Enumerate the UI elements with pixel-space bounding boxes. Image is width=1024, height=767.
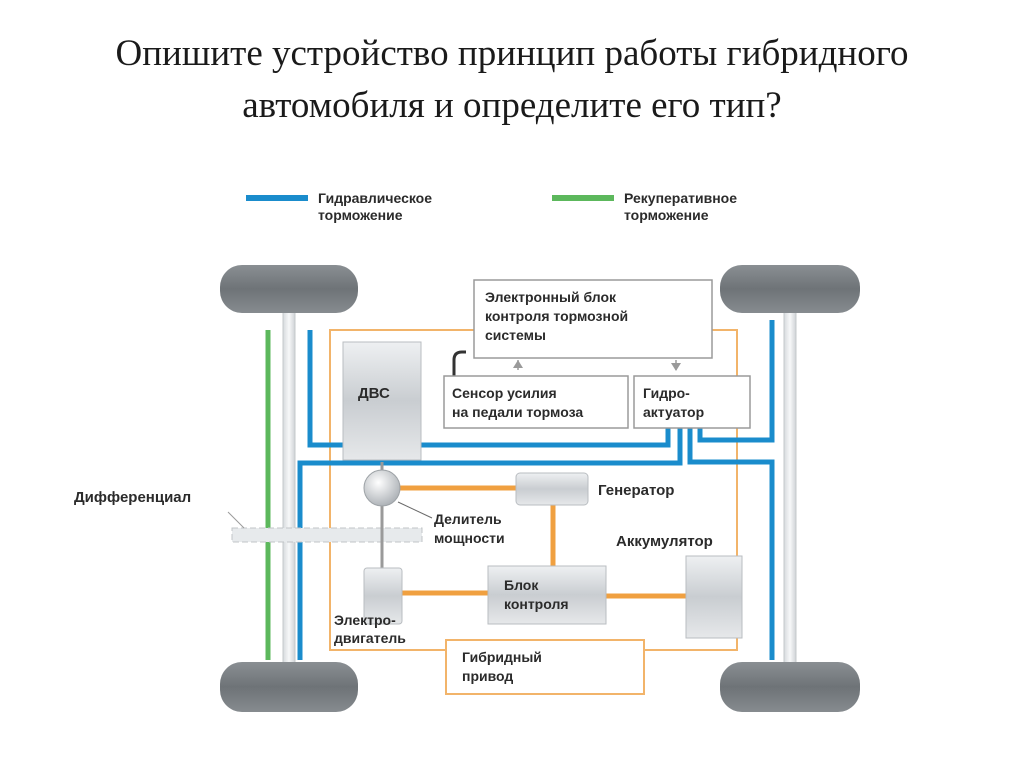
left-axle (282, 304, 296, 671)
sensor-label-1: Сенсор усилия (452, 385, 557, 401)
engine-label: ДВС (358, 385, 390, 402)
page-title-line-1: Опишите устройство принцип работы гибрид… (115, 33, 909, 74)
legend-regenerative-label-1: Рекуперативное (624, 190, 737, 206)
engine-block (342, 341, 422, 461)
ecu-sensor-arrowhead (513, 360, 523, 368)
ecu-label-1: Электронный блок (485, 289, 617, 305)
control-unit-label-2: контроля (504, 596, 569, 612)
battery-label: Аккумулятор (616, 533, 713, 550)
hydraulic-line-left (307, 330, 671, 448)
brake-pedal-icon (452, 350, 466, 380)
differential-label: Дифференциал (74, 489, 191, 506)
actuator-label-2: актуатор (643, 404, 704, 420)
battery-block (685, 555, 743, 639)
right-axle (783, 304, 797, 671)
splitter-pointer (397, 501, 433, 519)
generator-block (515, 472, 589, 506)
generator-label: Генератор (598, 482, 674, 499)
sensor-box (443, 375, 629, 429)
actuator-box (633, 375, 751, 429)
legend-hydraulic-label-2: торможение (318, 207, 403, 223)
differential-shaft (231, 527, 423, 543)
splitter-label-1: Делитель (434, 511, 502, 527)
sensor-label-2: на педали тормоза (452, 404, 583, 420)
control-unit-box (487, 565, 607, 625)
hybrid-drive-label-1: Гибридный (462, 649, 542, 665)
wheel-front-left (220, 265, 358, 313)
electric-motor-block (363, 567, 403, 625)
page-title-line-2: автомобиля и определите его тип? (242, 85, 782, 126)
hybrid-drive-box (445, 639, 645, 695)
hybrid-drive-label-2: привод (462, 668, 513, 684)
ecu-actuator-arrowhead (671, 363, 681, 371)
ecu-box (473, 279, 713, 359)
motor-label-1: Электро- (334, 612, 396, 628)
hydraulic-line-right (697, 320, 775, 443)
motor-label-2: двигатель (334, 630, 406, 646)
wheel-rear-right (720, 662, 860, 712)
splitter-label-2: мощности (434, 530, 505, 546)
page-title: Опишите устройство принцип работы гибрид… (0, 28, 1024, 132)
wheel-rear-left (220, 662, 358, 712)
legend-hydraulic-label-1: Гидравлическое (318, 190, 432, 206)
control-unit-label-1: Блок (504, 577, 539, 593)
actuator-label-1: Гидро- (643, 385, 690, 401)
power-splitter (363, 469, 401, 507)
hydraulic-line-left-lower (297, 425, 683, 660)
ecu-label-2: контроля тормозной (485, 308, 628, 324)
ecu-label-3: системы (485, 327, 546, 343)
differential-pointer (227, 511, 245, 529)
legend-regenerative-label-2: торможение (624, 207, 709, 223)
wheel-front-right (720, 265, 860, 313)
hydraulic-line-right-lower (687, 425, 775, 660)
